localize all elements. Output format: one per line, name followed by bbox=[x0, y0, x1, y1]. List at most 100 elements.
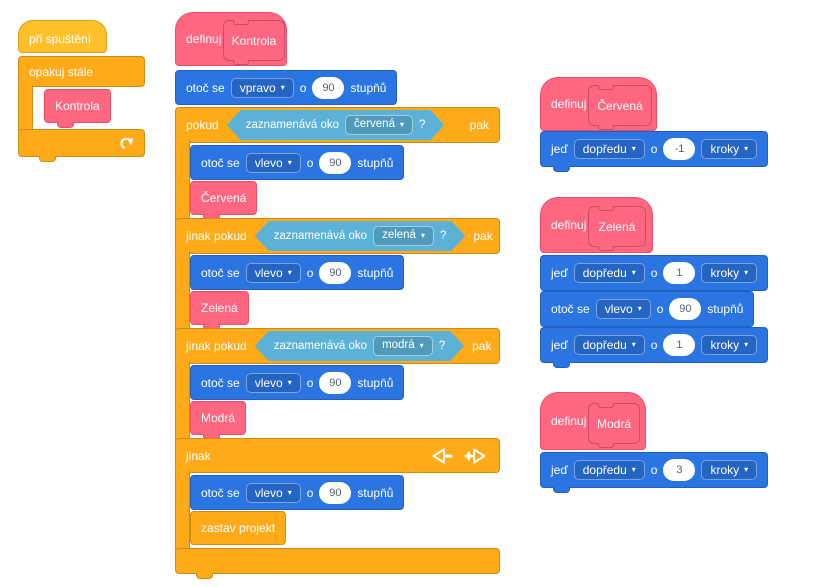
steps-input[interactable]: 3 bbox=[663, 459, 696, 481]
if-block-header[interactable]: pokud zaznamenává oko červená ▾ ? pak bbox=[175, 107, 500, 143]
drive-direction-value: dopředu bbox=[582, 266, 627, 280]
drive-block[interactable]: jeď dopředu ▾ o -1 kroky ▾ bbox=[540, 131, 769, 172]
direction-dropdown[interactable]: vlevo ▾ bbox=[245, 152, 301, 173]
of-label: o bbox=[650, 142, 658, 156]
color-value: červená bbox=[354, 118, 395, 131]
condition-eye-detects-green[interactable]: zaznamenává oko zelená ▾ ? bbox=[255, 221, 466, 251]
hat-when-started[interactable]: při spuštění bbox=[18, 20, 107, 53]
turn-left-block[interactable]: otoč se vlevo ▾ o 90 stupňů bbox=[540, 291, 755, 327]
caret-down-icon: ▾ bbox=[631, 144, 636, 153]
turn-label: otoč se bbox=[201, 265, 240, 280]
direction-dropdown[interactable]: vlevo ▾ bbox=[245, 482, 301, 503]
forever-block-spine bbox=[18, 85, 33, 131]
prototype-green[interactable]: Zelená bbox=[588, 206, 646, 251]
degrees-input[interactable]: 90 bbox=[312, 76, 345, 99]
direction-value: vlevo bbox=[604, 302, 633, 316]
turn-left-block[interactable]: otoč se vlevo ▾ o 90 stupňů bbox=[190, 365, 405, 400]
drive-direction-value: dopředu bbox=[582, 142, 627, 156]
define-label: definuj bbox=[551, 97, 587, 111]
turn-left-block[interactable]: otoč se vlevo ▾ o 90 stupňů bbox=[190, 475, 405, 510]
elseif-blue-header[interactable]: jinak pokud zaznamenává oko modrá ▾ ? pa… bbox=[175, 328, 500, 364]
expand-branch-icon[interactable] bbox=[463, 448, 487, 464]
drive-direction-dropdown[interactable]: dopředu ▾ bbox=[573, 335, 645, 355]
else-header[interactable]: jinak bbox=[175, 438, 500, 473]
define-hat-blue[interactable]: definuj Modrá bbox=[540, 392, 646, 450]
if-block-bottom-cap[interactable] bbox=[175, 548, 500, 579]
block-bump bbox=[553, 487, 570, 493]
prototype-blue[interactable]: Modrá bbox=[588, 403, 640, 448]
caret-down-icon: ▾ bbox=[287, 487, 292, 497]
define-hat-kontrola[interactable]: definuj Kontrola bbox=[175, 12, 287, 66]
units-dropdown[interactable]: kroky ▾ bbox=[701, 460, 758, 480]
call-blue-block[interactable]: Modrá bbox=[190, 401, 247, 440]
steps-input[interactable]: 1 bbox=[663, 262, 696, 284]
prototype-kontrola[interactable]: Kontrola bbox=[223, 20, 285, 65]
steps-input[interactable]: -1 bbox=[663, 138, 696, 160]
then-label: pak bbox=[469, 118, 489, 132]
then-label: pak bbox=[472, 339, 492, 353]
drive-direction-dropdown[interactable]: dopředu ▾ bbox=[573, 139, 645, 159]
elseif-green-header[interactable]: jinak pokud zaznamenává oko zelená ▾ ? p… bbox=[175, 218, 500, 254]
block-bump bbox=[57, 122, 74, 128]
direction-dropdown[interactable]: vpravo ▾ bbox=[230, 77, 294, 98]
degrees-input[interactable]: 90 bbox=[319, 371, 352, 394]
turn-left-block[interactable]: otoč se vlevo ▾ o 90 stupňů bbox=[190, 255, 405, 290]
degrees-label: stupňů bbox=[357, 375, 394, 390]
turn-left-block[interactable]: otoč se vlevo ▾ o 90 stupňů bbox=[190, 145, 405, 180]
caret-down-icon: ▾ bbox=[399, 120, 404, 129]
degrees-input[interactable]: 90 bbox=[319, 151, 352, 174]
units-dropdown[interactable]: kroky ▾ bbox=[701, 139, 758, 159]
if-block-spine bbox=[175, 140, 190, 222]
condition-eye-detects-blue[interactable]: zaznamenává oko modrá ▾ ? bbox=[255, 331, 464, 361]
degrees-label: stupňů bbox=[357, 155, 394, 170]
color-dropdown[interactable]: červená ▾ bbox=[345, 115, 413, 135]
forever-block-top[interactable]: opakuj stále bbox=[18, 56, 145, 87]
direction-dropdown[interactable]: vlevo ▾ bbox=[595, 299, 651, 319]
condition-eye-detects-red[interactable]: zaznamenává oko červená ▾ ? bbox=[227, 110, 445, 140]
caret-down-icon: ▾ bbox=[287, 377, 292, 387]
units-dropdown[interactable]: kroky ▾ bbox=[701, 335, 758, 355]
caret-down-icon: ▾ bbox=[744, 465, 749, 474]
stop-project-block[interactable]: zastav projekt bbox=[190, 511, 287, 545]
drive-direction-dropdown[interactable]: dopředu ▾ bbox=[573, 263, 645, 283]
turn-label: otoč se bbox=[551, 302, 590, 316]
drive-block[interactable]: jeď dopředu ▾ o 1 kroky ▾ bbox=[540, 255, 769, 291]
color-value: zelená bbox=[382, 229, 416, 242]
degrees-input[interactable]: 90 bbox=[669, 298, 702, 320]
direction-dropdown[interactable]: vlevo ▾ bbox=[245, 372, 301, 393]
prototype-red[interactable]: Červená bbox=[588, 85, 652, 130]
forever-block-bottom[interactable] bbox=[18, 129, 145, 162]
turn-right-block[interactable]: otoč se vpravo ▾ o 90 stupňů bbox=[175, 70, 398, 105]
steps-input[interactable]: 1 bbox=[663, 334, 696, 356]
degrees-input[interactable]: 90 bbox=[319, 481, 352, 504]
color-dropdown[interactable]: modrá ▾ bbox=[373, 336, 433, 356]
drive-direction-dropdown[interactable]: dopředu ▾ bbox=[573, 460, 645, 480]
units-value: kroky bbox=[710, 338, 740, 352]
prototype-green-label: Zelená bbox=[598, 219, 636, 234]
turn-label: otoč se bbox=[201, 155, 240, 170]
degrees-input[interactable]: 90 bbox=[319, 261, 352, 284]
drive-block[interactable]: jeď dopředu ▾ o 3 kroky ▾ bbox=[540, 452, 769, 493]
direction-dropdown[interactable]: vlevo ▾ bbox=[245, 262, 301, 283]
of-label: o bbox=[306, 155, 314, 170]
degrees-label: stupňů bbox=[357, 485, 394, 500]
question-label: ? bbox=[438, 340, 446, 352]
drive-direction-value: dopředu bbox=[582, 463, 627, 477]
call-red-label: Červená bbox=[201, 191, 247, 205]
units-dropdown[interactable]: kroky ▾ bbox=[701, 263, 758, 283]
caret-down-icon: ▾ bbox=[637, 304, 642, 313]
of-label: o bbox=[650, 266, 658, 280]
color-dropdown[interactable]: zelená ▾ bbox=[373, 226, 434, 246]
define-hat-red[interactable]: definuj Červená bbox=[540, 77, 657, 131]
define-hat-green[interactable]: definuj Zelená bbox=[540, 197, 653, 253]
eye-detects-label: zaznamenává oko bbox=[273, 230, 368, 242]
else-label: jinak bbox=[186, 448, 211, 463]
collapse-branch-icon[interactable] bbox=[431, 448, 455, 464]
call-kontrola-block[interactable]: Kontrola bbox=[44, 89, 111, 128]
call-red-block[interactable]: Červená bbox=[190, 181, 258, 220]
block-bump bbox=[553, 166, 570, 172]
call-green-block[interactable]: Zelená bbox=[190, 291, 249, 330]
drive-block[interactable]: jeď dopředu ▾ o 1 kroky ▾ bbox=[540, 327, 769, 368]
caret-down-icon: ▾ bbox=[744, 340, 749, 349]
